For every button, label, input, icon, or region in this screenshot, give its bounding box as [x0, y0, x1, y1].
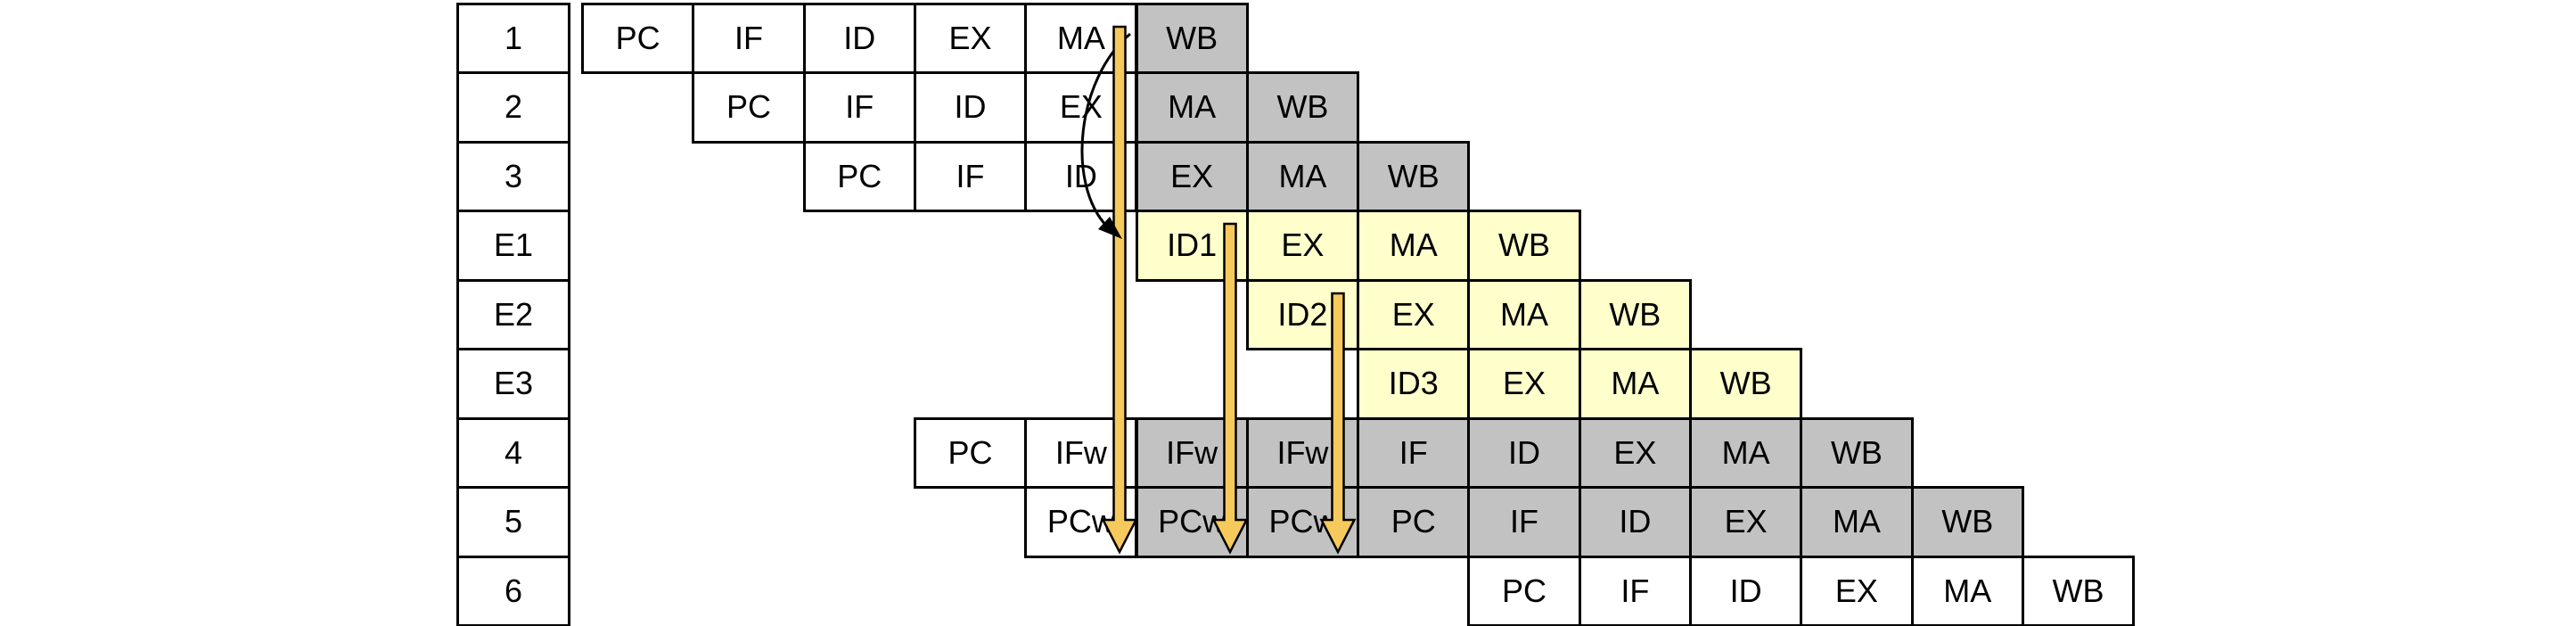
stage-cell: MA: [1357, 210, 1471, 282]
stage-cell: WB: [1357, 140, 1471, 212]
stage-cell: IF: [1578, 555, 1692, 626]
stage-cell: WB: [1689, 348, 1803, 420]
stage-cell: EX: [1467, 348, 1581, 420]
forwarding-arc-arrowhead: [1098, 217, 1122, 239]
stage-cell: EX: [1024, 71, 1138, 144]
stage-cell: MA: [1245, 140, 1360, 212]
stage-cell: IF: [692, 2, 806, 74]
stage-cell: PC: [1357, 486, 1471, 558]
stage-cell: IF: [1357, 416, 1471, 489]
stage-cell: IFw: [1135, 416, 1249, 489]
row-label: E2: [456, 278, 570, 350]
stage-cell: MA: [1578, 348, 1692, 420]
stage-cell: PCw: [1024, 486, 1138, 558]
stage-cell: PC: [581, 2, 695, 74]
stage-cell: IF: [913, 140, 1028, 212]
stage-cell: WB: [1135, 2, 1249, 74]
stage-cell: WB: [1578, 278, 1692, 350]
stage-cell: WB: [1910, 486, 2024, 558]
row-label: E3: [456, 348, 570, 420]
stage-cell: WB: [1800, 416, 1914, 489]
stage-cell: WB: [2021, 555, 2136, 626]
row-label: 2: [456, 71, 570, 144]
row-label: 4: [456, 416, 570, 489]
row-label: E1: [456, 210, 570, 282]
stage-cell: ID2: [1245, 278, 1360, 350]
stage-cell: ID3: [1357, 348, 1471, 420]
row-label: 1: [456, 2, 570, 74]
stage-cell: EX: [1135, 140, 1249, 212]
stage-cell: ID: [1024, 140, 1138, 212]
stage-cell: EX: [1357, 278, 1471, 350]
stage-cell: ID: [1689, 555, 1803, 626]
stage-cell: EX: [1578, 416, 1692, 489]
stage-cell: PC: [1467, 555, 1581, 626]
stage-cell: MA: [1800, 486, 1914, 558]
stage-cell: WB: [1467, 210, 1581, 282]
stage-cell: MA: [1135, 71, 1249, 144]
stage-cell: EX: [913, 2, 1028, 74]
stage-cell: IFw: [1024, 416, 1138, 489]
stage-cell: ID: [802, 2, 916, 74]
stage-cell: EX: [1800, 555, 1914, 626]
stage-cell: PCw: [1135, 486, 1249, 558]
stage-cell: ID1: [1135, 210, 1249, 282]
stage-cell: IFw: [1245, 416, 1360, 489]
stage-cell: IF: [1467, 486, 1581, 558]
stage-cell: ID: [1467, 416, 1581, 489]
stage-cell: ID: [913, 71, 1028, 144]
stage-cell: IF: [802, 71, 916, 144]
stage-cell: PC: [692, 71, 806, 144]
stage-cell: MA: [1689, 416, 1803, 489]
stage-cell: PCw: [1245, 486, 1360, 558]
row-label: 5: [456, 486, 570, 558]
stage-cell: MA: [1910, 555, 2024, 626]
stage-cell: PC: [913, 416, 1028, 489]
stage-cell: MA: [1024, 2, 1138, 74]
stage-cell: PC: [802, 140, 916, 212]
row-label: 6: [456, 555, 570, 626]
stage-cell: MA: [1467, 278, 1581, 350]
stage-cell: ID: [1578, 486, 1692, 558]
stage-cell: WB: [1245, 71, 1360, 144]
stage-cell: EX: [1689, 486, 1803, 558]
row-label: 3: [456, 140, 570, 212]
stage-cell: EX: [1245, 210, 1360, 282]
